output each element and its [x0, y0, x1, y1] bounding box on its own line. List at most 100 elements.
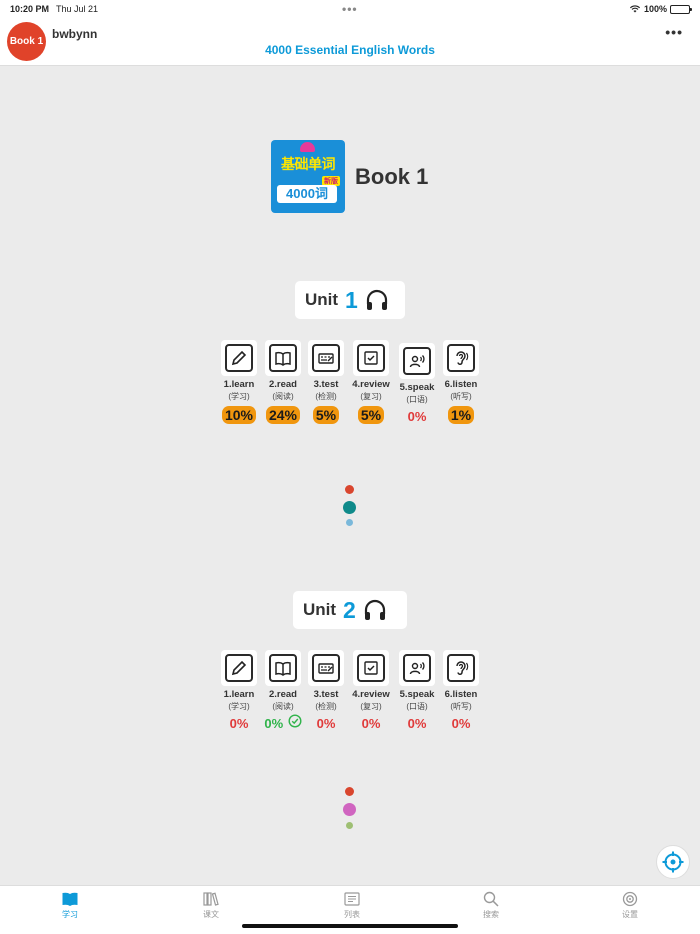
unit-1-read[interactable]: 2.read (阅读) 24%	[259, 340, 307, 425]
activity-percent: 0%	[451, 716, 471, 731]
activity-percent: 5%	[312, 406, 340, 424]
cover-tag: 新版	[322, 176, 340, 186]
book-open-icon	[275, 351, 291, 366]
headphones-icon[interactable]	[363, 599, 387, 621]
activity-sub: (口语)	[406, 395, 428, 404]
tab-list[interactable]: 列表	[322, 890, 382, 920]
activity-sub: (复习)	[360, 702, 382, 711]
unit-1-listen[interactable]: 6.listen (听写) 1%	[437, 340, 485, 425]
progress-dot	[345, 485, 354, 494]
speaker-person-icon	[409, 355, 425, 368]
activity-sub: (检测)	[315, 392, 337, 401]
app-title: 4000 Essential English Words	[265, 43, 435, 57]
tab-label: 设置	[622, 910, 638, 919]
activity-percent: 0%	[229, 716, 249, 731]
activity-percent: 0%	[361, 716, 381, 731]
tab-label: 课文	[203, 910, 219, 919]
unit-1-header[interactable]: Unit 1	[295, 281, 405, 319]
multitask-dots[interactable]: •••	[342, 2, 358, 16]
unit-2-header[interactable]: Unit 2	[293, 591, 407, 629]
activity-label: 1.learn	[223, 379, 255, 390]
headphones-icon[interactable]	[365, 289, 389, 311]
progress-dot	[343, 501, 356, 514]
activity-label: 5.speak	[399, 689, 435, 700]
checkbox-icon	[364, 351, 378, 365]
activity-sub: (学习)	[228, 702, 250, 711]
book-open-icon	[275, 661, 291, 676]
unit-number: 2	[343, 596, 356, 623]
unit-2-read[interactable]: 2.read (阅读) 0%	[259, 650, 307, 733]
battery-icon	[670, 4, 692, 14]
unit-2-listen[interactable]: 6.listen (听写) 0%	[437, 650, 485, 733]
ear-icon	[456, 351, 469, 365]
unit-2-speak[interactable]: 5.speak (口语) 0%	[393, 650, 441, 733]
progress-dot	[346, 519, 353, 526]
book-icon	[62, 892, 78, 906]
activity-sub: (阅读)	[272, 392, 294, 401]
activity-sub: (听写)	[450, 392, 472, 401]
activity-percent: 0%	[316, 716, 336, 731]
progress-dot	[343, 803, 356, 816]
keyboard-icon	[318, 663, 334, 674]
more-options-button[interactable]: •••	[665, 24, 683, 40]
tab-settings[interactable]: 设置	[600, 890, 660, 920]
status-right: 100%	[629, 4, 692, 14]
library-icon	[203, 892, 219, 906]
unit-2-learn[interactable]: 1.learn (学习) 0%	[215, 650, 263, 733]
crosshair-icon	[662, 851, 684, 873]
unit-label: Unit	[303, 600, 337, 619]
activity-percent: 5%	[357, 406, 385, 424]
activity-sub: (阅读)	[272, 702, 294, 711]
status-bar: 10:20 PM Thu Jul 21 ••• 100%	[0, 0, 700, 18]
activity-sub: (学习)	[228, 392, 250, 401]
activity-sub: (口语)	[406, 702, 428, 711]
cover-line1: 基础单词	[281, 156, 336, 172]
pencil-icon	[231, 350, 247, 366]
book-selector-badge[interactable]: Book 1	[7, 22, 46, 61]
keyboard-icon	[318, 353, 334, 364]
list-icon	[344, 892, 360, 906]
tab-label: 搜索	[483, 910, 499, 919]
username: bwbynn	[52, 27, 98, 41]
progress-dot	[345, 787, 354, 796]
activity-percent: 0%	[407, 716, 427, 731]
unit-1-speak[interactable]: 5.speak (口语) 0%	[393, 343, 441, 426]
search-icon	[483, 891, 499, 907]
checkbox-icon	[364, 661, 378, 675]
cap-icon	[300, 142, 315, 152]
tab-texts[interactable]: 课文	[181, 890, 241, 920]
wifi-icon	[629, 5, 641, 13]
activity-percent: 0%	[264, 716, 284, 731]
unit-1-learn[interactable]: 1.learn (学习) 10%	[215, 340, 263, 425]
completed-check-icon	[288, 714, 302, 728]
activity-label: 6.listen	[444, 689, 478, 700]
activity-percent: 0%	[407, 409, 427, 424]
cover-line2: 4000词	[277, 185, 337, 203]
locate-current-button[interactable]	[656, 845, 690, 879]
unit-number: 1	[345, 286, 358, 313]
tab-search[interactable]: 搜索	[461, 890, 521, 920]
tab-study[interactable]: 学习	[40, 890, 100, 920]
book-title: Book 1	[355, 164, 429, 189]
ear-icon	[456, 661, 469, 675]
book-cover[interactable]: 基础单词 新版 4000词	[271, 140, 345, 213]
home-indicator[interactable]	[242, 924, 458, 928]
activity-sub: (听写)	[450, 702, 472, 711]
activity-label: 6.listen	[444, 379, 478, 390]
tab-label: 学习	[62, 910, 78, 919]
activity-label: 1.learn	[223, 689, 255, 700]
unit-1-test[interactable]: 3.test (检测) 5%	[302, 340, 350, 425]
battery-percent: 100%	[643, 4, 667, 14]
activity-sub: (复习)	[360, 392, 382, 401]
unit-2-test[interactable]: 3.test (检测) 0%	[302, 650, 350, 733]
activity-sub: (检测)	[315, 702, 337, 711]
settings-icon	[622, 891, 638, 907]
progress-dot	[346, 822, 353, 829]
activity-label: 5.speak	[399, 382, 435, 393]
unit-1-review[interactable]: 4.review (复习) 5%	[347, 340, 395, 425]
unit-2-review[interactable]: 4.review (复习) 0%	[347, 650, 395, 733]
activity-percent: 1%	[447, 406, 475, 424]
status-date: Thu Jul 21	[56, 4, 99, 14]
app-header: Book 1 bwbynn 4000 Essential English Wor…	[0, 18, 700, 66]
activity-label: 4.review	[352, 379, 390, 390]
